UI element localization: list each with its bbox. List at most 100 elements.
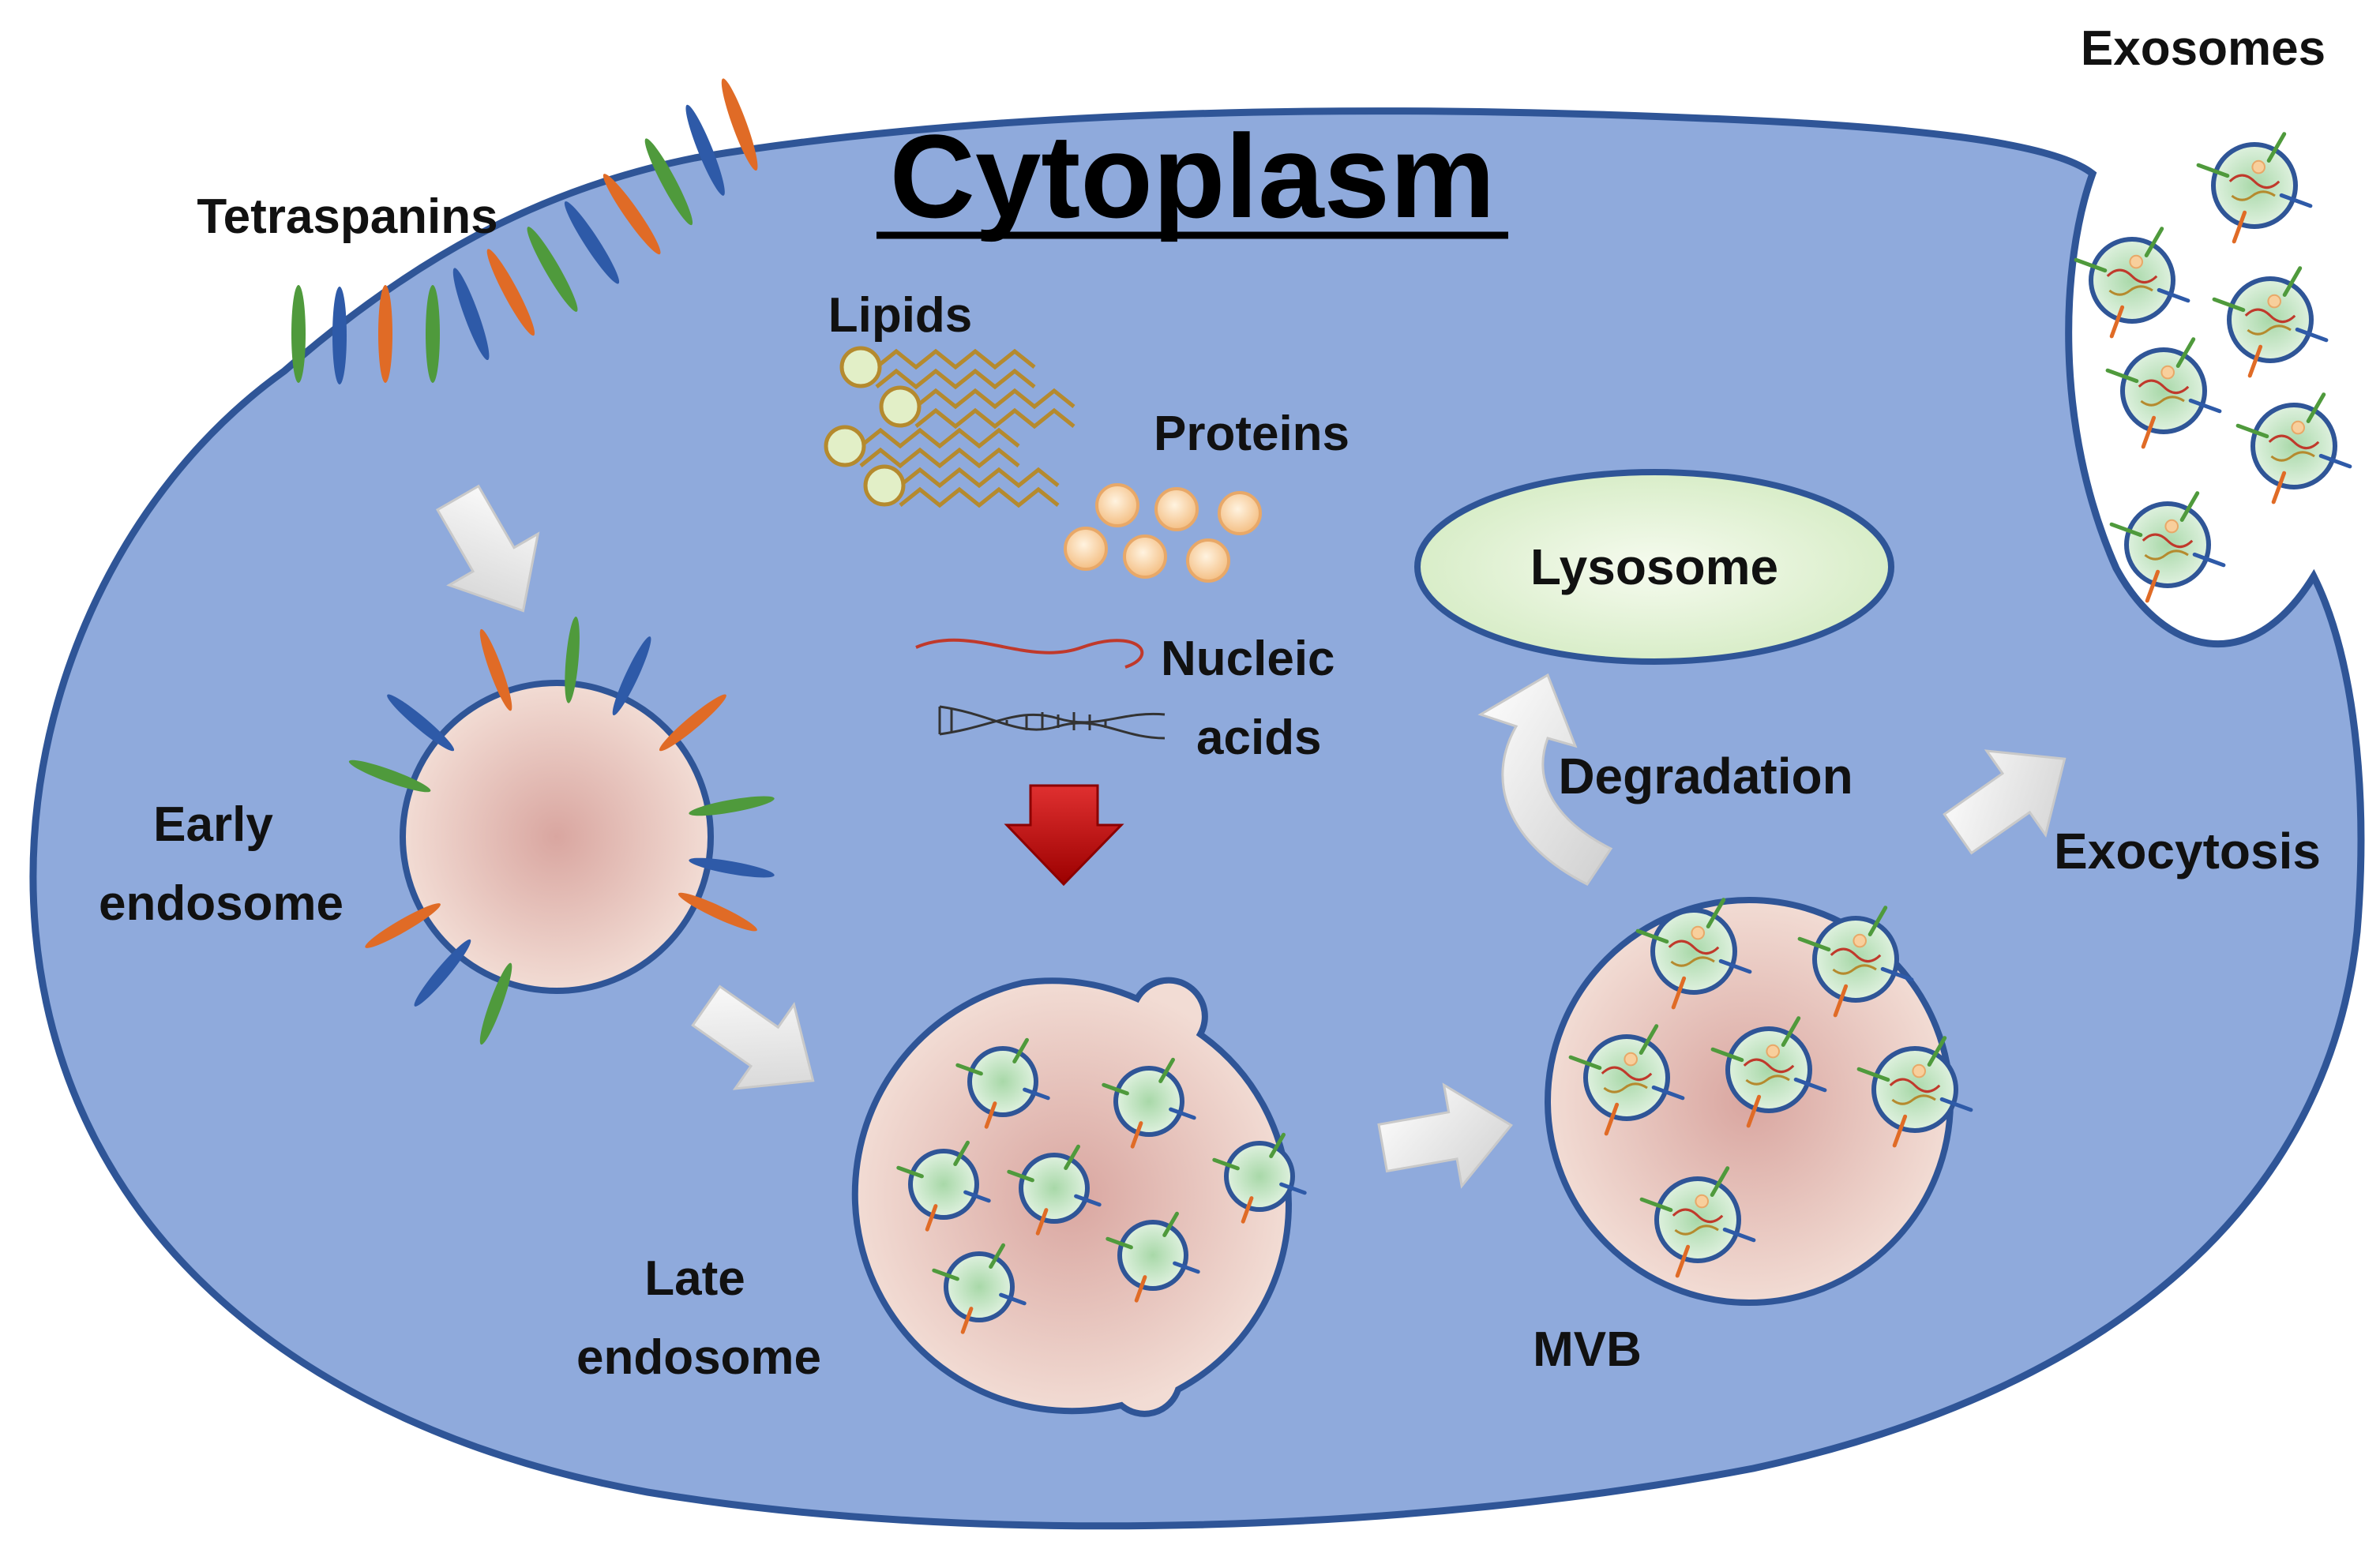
late-endosome-intraluminal-vesicles (896, 1037, 1307, 1334)
vesicle-tetraspanin (1833, 984, 1849, 1018)
vesicle-tetraspanin (2157, 287, 2190, 303)
vesicle-protein (2164, 519, 2179, 534)
lysosome (1414, 469, 1894, 665)
late-endosome-label-line2: endosome (576, 1330, 821, 1385)
vesicle-tetraspanin (999, 1292, 1027, 1306)
arrow-early-to-late (691, 985, 815, 1090)
intraluminal-vesicle (932, 1243, 1027, 1334)
vesicle-membrane (2250, 403, 2337, 489)
mvb-label: MVB (1533, 1322, 1642, 1377)
tetraspanin-shape (685, 104, 725, 196)
vesicle-tetraspanin (963, 1190, 991, 1203)
vesicle-membrane (967, 1046, 1038, 1117)
tetraspanin (603, 174, 661, 255)
vesicle-tetraspanin (1162, 1211, 1179, 1237)
intraluminal-vesicle (955, 1037, 1050, 1129)
vesicle-membrane (1650, 908, 1737, 995)
tetraspanin-shape (348, 759, 431, 793)
tetraspanin-shape (486, 249, 535, 336)
early-endosome-tetraspanin (348, 759, 431, 793)
vesicle-tetraspanin (2109, 522, 2143, 538)
intraluminal-vesicle (1106, 1211, 1200, 1303)
tetraspanin (332, 287, 347, 384)
vesicle-tetraspanin (1797, 936, 1831, 952)
exosome (2074, 227, 2190, 339)
tetraspanin-shape (332, 287, 347, 384)
vesicle-tetraspanin (1793, 1077, 1827, 1093)
vesicle-lipid (1891, 1094, 1936, 1105)
exosome (2105, 337, 2222, 449)
tetraspanin-shape (414, 939, 471, 1007)
early-endosome-tetraspanin (689, 857, 775, 878)
vesicle-tetraspanin (1722, 1227, 1756, 1243)
vesicle-tetraspanin (2179, 491, 2200, 522)
arrow-tetraspanins-to-early (435, 484, 540, 613)
vesicle-tetraspanin (2175, 337, 2196, 368)
dna-icon (938, 705, 1166, 740)
arrow-mvb-to-lysosome (1477, 673, 1613, 886)
vesicle-tetraspanin (1212, 1157, 1240, 1171)
tetraspanin-shape (603, 174, 661, 255)
vesicle-protein (1691, 925, 1705, 940)
vesicle-tetraspanin (1134, 1275, 1147, 1303)
tetraspanin-shape (291, 285, 306, 383)
vesicle-tetraspanin (2282, 266, 2303, 297)
vesicle-tetraspanin (2188, 398, 2222, 414)
early-endosome-tetraspanins (348, 617, 775, 1045)
vesicle-membrane (2089, 237, 2175, 324)
vesicle-lipid (2231, 190, 2276, 201)
vesicle-membrane (1871, 1046, 1958, 1133)
vesicle-membrane (1117, 1220, 1188, 1291)
vesicle-tetraspanin (1568, 1055, 1602, 1071)
exosome (2196, 132, 2313, 244)
exosome (2109, 491, 2226, 603)
vesicle-tetraspanin (1868, 906, 1888, 936)
tetraspanin (426, 285, 440, 383)
vesicle-protein (1624, 1052, 1638, 1067)
vesicle-lipid (2270, 451, 2315, 462)
vesicle-tetraspanin (960, 1307, 974, 1334)
tetraspanin-shape (527, 227, 578, 312)
vesicle-tetraspanin (1710, 1166, 1730, 1197)
tetraspanin-shape (689, 796, 775, 816)
vesicle-membrane (908, 1149, 979, 1220)
vesicle-tetraspanin (1635, 928, 1669, 944)
tetraspanin (685, 104, 725, 196)
lipids-icon (824, 346, 1076, 508)
tetraspanin-shape (612, 636, 651, 716)
vesicle-tetraspanin (1007, 1169, 1034, 1183)
vesicle-tetraspanin (2145, 569, 2160, 603)
vesicle-membrane (2211, 142, 2298, 229)
vesicle-tetraspanin (1706, 898, 1726, 928)
vesicle-rna (2228, 174, 2281, 189)
vesicle-membrane (1113, 1066, 1184, 1137)
proteins-icon (1064, 483, 1262, 583)
tetraspanin-shape (565, 617, 580, 703)
vesicle-tetraspanin (1012, 1037, 1029, 1063)
page-title: Cytoplasm (890, 110, 1496, 242)
vesicle-tetraspanin (1718, 958, 1752, 974)
vesicle-rna (2244, 308, 2296, 324)
vesicle-tetraspanin (1639, 1024, 1659, 1055)
vesicle-tetraspanin (2232, 210, 2247, 244)
early-endosome-tetraspanin (689, 796, 775, 816)
tetraspanin-shape (479, 962, 512, 1045)
vesicle-tetraspanin (1939, 1097, 1973, 1112)
vesicle-lipid (1603, 1082, 1648, 1093)
rna-icon (915, 638, 1144, 669)
vesicle-tetraspanin (2144, 227, 2164, 257)
tetraspanin-shape (689, 857, 775, 878)
vesicle-tetraspanin (1102, 1082, 1129, 1096)
vesicle-tetraspanin (1639, 1197, 1673, 1213)
exosome (2235, 392, 2352, 504)
released-exosomes (2074, 132, 2352, 603)
tetraspanin (486, 249, 535, 336)
degradation-label: Degradation (1558, 748, 1853, 805)
vesicle-lipid (2140, 396, 2185, 407)
intraluminal-vesicle (1797, 906, 1914, 1018)
tetraspanin (378, 285, 392, 383)
vesicle-tetraspanin (2212, 297, 2246, 313)
vesicle-tetraspanin (2279, 193, 2313, 208)
vesicle-tetraspanin (2266, 132, 2287, 163)
tetraspanin-shape (678, 892, 757, 932)
